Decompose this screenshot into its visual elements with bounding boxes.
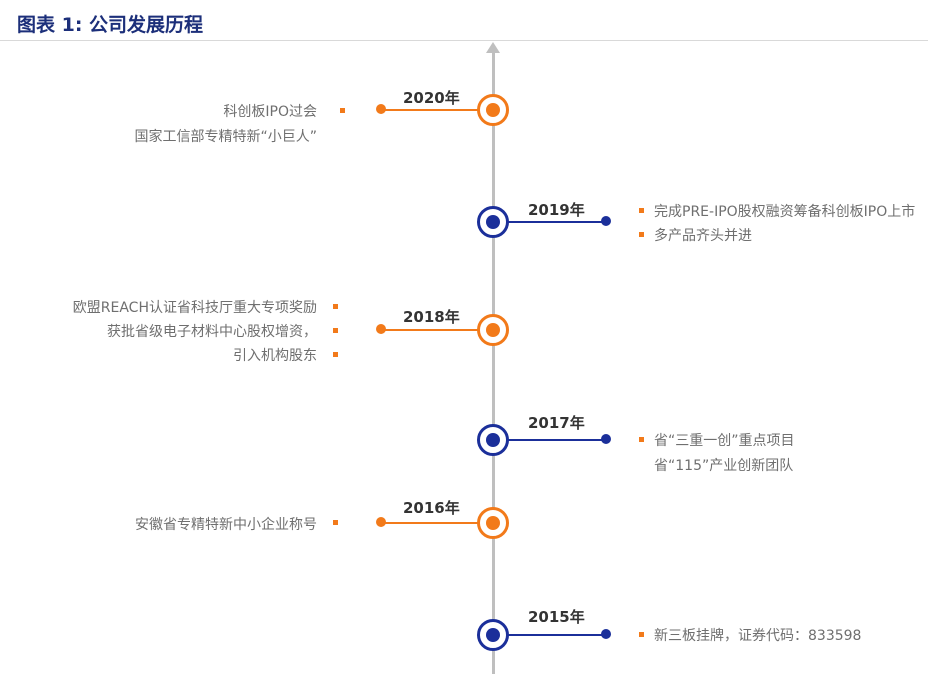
- timeline-node: [477, 619, 509, 651]
- bullet-marker: [639, 437, 644, 442]
- bullet-marker: [333, 328, 338, 333]
- figure-title: 图表 1: 公司发展历程: [17, 14, 204, 36]
- milestone-item: 国家工信部专精特新“小巨人”: [134, 129, 317, 145]
- year-label: 2016年: [403, 499, 460, 517]
- milestone-item: 安徽省专精特新中小企业称号: [135, 517, 317, 533]
- milestone-item: 新三板挂牌，证券代码：833598: [654, 628, 862, 644]
- connector-line: [508, 439, 606, 441]
- milestone-item: 科创板IPO过会: [223, 104, 317, 120]
- bullet-marker: [333, 304, 338, 309]
- connector-dot: [601, 434, 611, 444]
- node-core: [486, 103, 500, 117]
- timeline-node: [477, 206, 509, 238]
- title-bar: 图表 1: 公司发展历程: [0, 0, 928, 41]
- milestone-item: 省“三重一创”重点项目: [654, 433, 795, 449]
- timeline-node: [477, 507, 509, 539]
- connector-dot: [376, 324, 386, 334]
- connector-line: [381, 329, 480, 331]
- connector-dot: [376, 104, 386, 114]
- node-core: [486, 215, 500, 229]
- year-label: 2015年: [528, 608, 585, 626]
- milestone-item: 完成PRE-IPO股权融资筹备科创板IPO上市: [654, 204, 916, 220]
- timeline-node: [477, 94, 509, 126]
- connector-dot: [376, 517, 386, 527]
- milestone-item: 获批省级电子材料中心股权增资，: [107, 324, 317, 340]
- connector-line: [381, 109, 480, 111]
- bullet-marker: [333, 520, 338, 525]
- bullet-marker: [639, 632, 644, 637]
- year-label: 2018年: [403, 308, 460, 326]
- bullet-marker: [639, 232, 644, 237]
- year-label: 2020年: [403, 89, 460, 107]
- year-label: 2017年: [528, 414, 585, 432]
- connector-line: [508, 634, 606, 636]
- milestone-item: 引入机构股东: [233, 348, 317, 364]
- node-core: [486, 433, 500, 447]
- connector-dot: [601, 216, 611, 226]
- bullet-marker: [639, 208, 644, 213]
- connector-dot: [601, 629, 611, 639]
- axis-arrow-icon: [486, 42, 500, 53]
- node-core: [486, 628, 500, 642]
- milestone-item: 多产品齐头并进: [654, 228, 752, 244]
- node-core: [486, 323, 500, 337]
- connector-line: [508, 221, 606, 223]
- connector-line: [381, 522, 480, 524]
- timeline-node: [477, 424, 509, 456]
- bullet-marker: [333, 352, 338, 357]
- timeline-axis: [492, 52, 495, 674]
- milestone-item: 省“115”产业创新团队: [654, 458, 794, 474]
- timeline-node: [477, 314, 509, 346]
- bullet-marker: [340, 108, 345, 113]
- milestone-item: 欧盟REACH认证省科技厅重大专项奖励: [72, 300, 317, 316]
- year-label: 2019年: [528, 201, 585, 219]
- node-core: [486, 516, 500, 530]
